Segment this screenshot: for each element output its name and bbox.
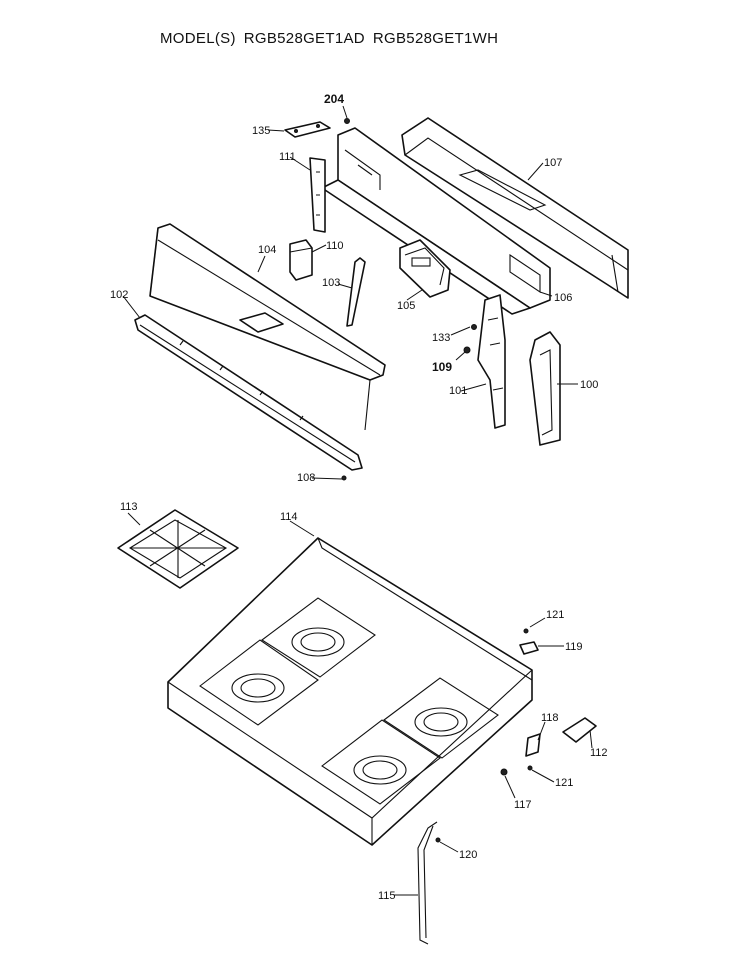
callout-labels: 204 135 111 107 110 104 103 102 105 106 … [110, 92, 608, 902]
model-prefix: MODEL(S) [160, 30, 236, 47]
part-113-grate [117, 509, 239, 589]
callout-117: 117 [514, 799, 532, 811]
part-102-trim [134, 314, 363, 471]
model-number-1: RGB528GET1AD [243, 30, 365, 47]
callout-109: 109 [432, 360, 452, 374]
model-number-2: RGB528GET1WH [372, 30, 499, 47]
leader-lines [122, 105, 593, 896]
part-133-screw [471, 324, 477, 330]
callout-112: 112 [590, 747, 608, 759]
part-204-screw [344, 118, 350, 124]
callout-120: 120 [459, 849, 477, 861]
callout-105: 105 [397, 300, 415, 312]
callout-121-upper: 121 [546, 609, 564, 621]
callout-135: 135 [252, 125, 270, 137]
callout-121-lower: 121 [555, 777, 573, 789]
callout-102: 102 [110, 289, 128, 301]
part-135-bracket [284, 121, 331, 138]
part-112-hinge [562, 717, 597, 743]
callout-111: 111 [279, 151, 296, 163]
callout-104: 104 [258, 244, 276, 256]
part-119-clip [519, 641, 539, 655]
callout-100: 100 [580, 379, 598, 391]
callout-110: 110 [326, 240, 344, 252]
part-105-clock [399, 239, 451, 298]
diagram-title: MODEL(S) RGB528GET1AD RGB528GET1WH [160, 30, 506, 47]
part-100-end-cap [529, 331, 561, 446]
callout-106: 106 [554, 292, 572, 304]
part-121-screw-lower [527, 765, 533, 771]
part-109-screw [463, 346, 471, 354]
part-101-bracket [477, 294, 506, 429]
callout-103: 103 [322, 277, 340, 289]
part-111-side-bracket [309, 157, 326, 233]
part-107-backguard-cap [401, 117, 629, 299]
part-121-screw-upper [523, 628, 529, 634]
callout-107: 107 [544, 157, 562, 169]
part-103-rod [346, 257, 366, 327]
part-108-screw [341, 475, 347, 481]
part-114-cooktop [167, 537, 533, 846]
callout-114: 114 [280, 511, 298, 523]
part-104-control-panel [149, 223, 386, 431]
part-117-nut [500, 768, 508, 776]
callout-115: 115 [378, 890, 396, 902]
part-118-bracket [525, 733, 541, 757]
part-115-support-rod [417, 821, 438, 945]
callout-113: 113 [120, 501, 138, 513]
part-110-switch [289, 239, 313, 281]
part-120-screw [435, 837, 441, 843]
callout-118: 118 [541, 712, 559, 724]
callout-204: 204 [324, 92, 344, 106]
callout-119: 119 [565, 641, 583, 653]
callout-108: 108 [297, 472, 315, 484]
callout-133: 133 [432, 332, 450, 344]
callout-101: 101 [449, 385, 467, 397]
